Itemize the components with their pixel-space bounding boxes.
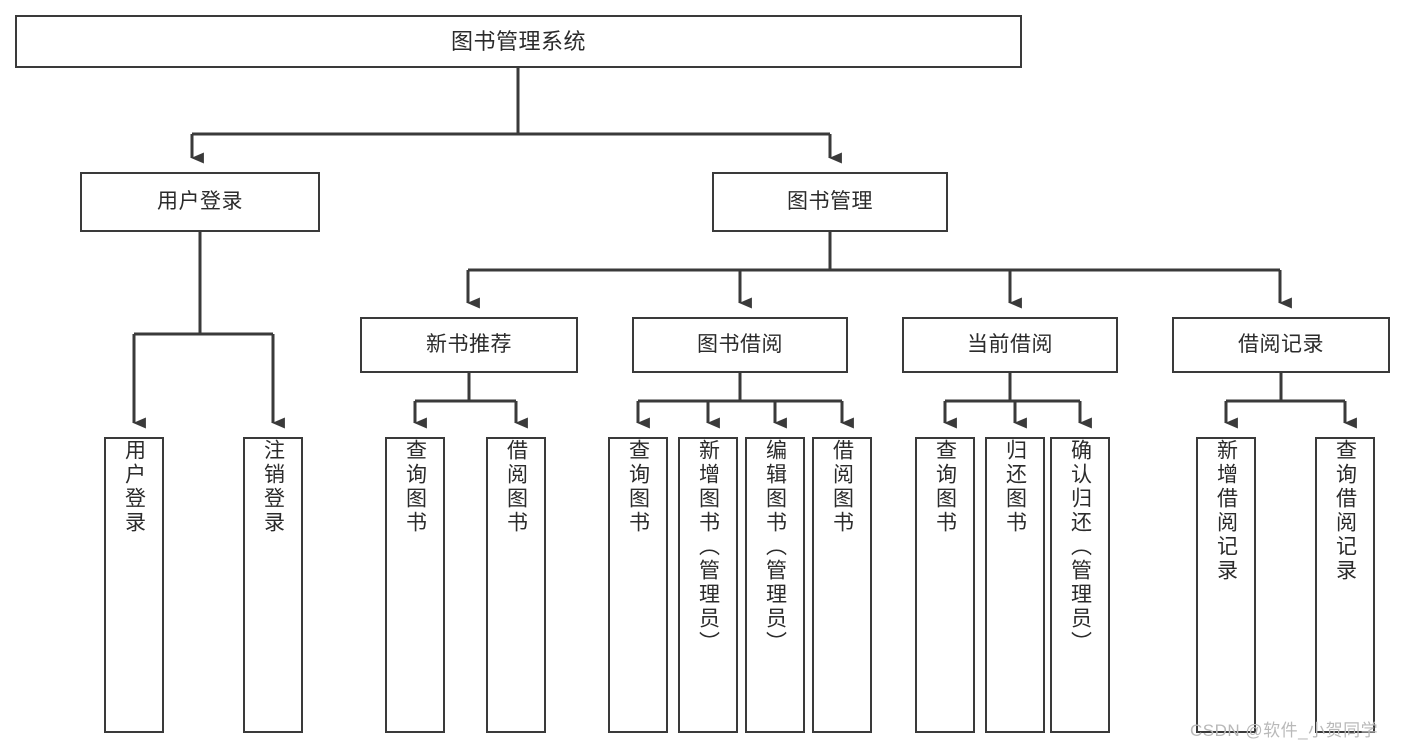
node-borrow-record[interactable]: 借阅记录 [1172, 317, 1390, 373]
node-leaf-user-login-label: 用户登录 [122, 439, 146, 535]
node-leaf-query-book-3[interactable]: 查询图书 [915, 437, 975, 733]
node-leaf-query-book-2-label: 查询图书 [626, 439, 650, 535]
node-leaf-confirm-return-label: 确认归还（管理员） [1068, 439, 1092, 655]
node-borrow-record-label: 借阅记录 [1238, 332, 1324, 356]
csdn-watermark: CSDN @软件_小贺同学 [1190, 721, 1379, 740]
node-leaf-borrow-book-2-label: 借阅图书 [830, 439, 854, 535]
node-leaf-borrow-book-1-label: 借阅图书 [504, 439, 528, 535]
node-leaf-logout-label: 注销登录 [261, 439, 285, 535]
node-leaf-query-book-2[interactable]: 查询图书 [608, 437, 668, 733]
node-book-borrow-label: 图书借阅 [697, 332, 783, 356]
node-leaf-query-book-1-label: 查询图书 [403, 439, 427, 535]
node-root-label: 图书管理系统 [450, 28, 586, 54]
node-new-book-rec[interactable]: 新书推荐 [360, 317, 578, 373]
node-new-book-rec-label: 新书推荐 [426, 332, 512, 356]
node-leaf-logout[interactable]: 注销登录 [243, 437, 303, 733]
node-leaf-confirm-return[interactable]: 确认归还（管理员） [1050, 437, 1110, 733]
node-leaf-query-record-label: 查询借阅记录 [1333, 439, 1357, 583]
node-leaf-query-book-1[interactable]: 查询图书 [385, 437, 445, 733]
node-book-manage[interactable]: 图书管理 [712, 172, 948, 232]
node-leaf-query-book-3-label: 查询图书 [933, 439, 957, 535]
node-leaf-add-record[interactable]: 新增借阅记录 [1196, 437, 1256, 733]
node-root[interactable]: 图书管理系统 [15, 15, 1022, 68]
node-book-borrow[interactable]: 图书借阅 [632, 317, 848, 373]
node-leaf-return-book[interactable]: 归还图书 [985, 437, 1045, 733]
node-current-borrow[interactable]: 当前借阅 [902, 317, 1118, 373]
node-user-login-label: 用户登录 [157, 189, 243, 213]
node-leaf-borrow-book-2[interactable]: 借阅图书 [812, 437, 872, 733]
node-current-borrow-label: 当前借阅 [967, 332, 1053, 356]
node-leaf-add-record-label: 新增借阅记录 [1214, 439, 1238, 583]
node-leaf-edit-book[interactable]: 编辑图书（管理员） [745, 437, 805, 733]
node-leaf-return-book-label: 归还图书 [1003, 439, 1027, 535]
node-leaf-query-record[interactable]: 查询借阅记录 [1315, 437, 1375, 733]
node-book-manage-label: 图书管理 [787, 189, 873, 213]
node-leaf-add-book-label: 新增图书（管理员） [696, 439, 720, 655]
node-leaf-add-book[interactable]: 新增图书（管理员） [678, 437, 738, 733]
node-leaf-borrow-book-1[interactable]: 借阅图书 [486, 437, 546, 733]
node-user-login[interactable]: 用户登录 [80, 172, 320, 232]
node-leaf-edit-book-label: 编辑图书（管理员） [763, 439, 787, 655]
node-leaf-user-login[interactable]: 用户登录 [104, 437, 164, 733]
